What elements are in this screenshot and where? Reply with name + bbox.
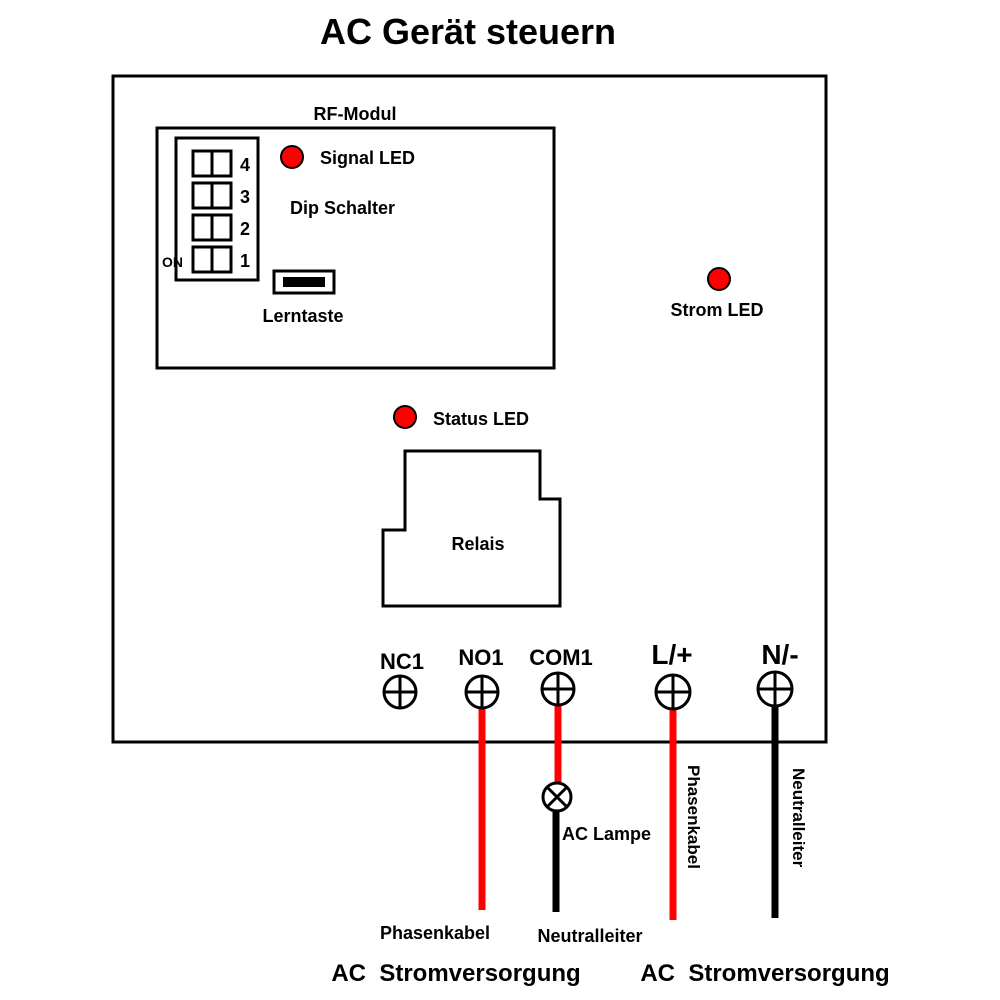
dip-number-3: 3: [240, 187, 250, 207]
status-led-label: Status LED: [433, 409, 529, 429]
terminal-screw-nc1: [382, 674, 418, 710]
terminal-screw-l: [654, 673, 692, 711]
ac-lamp-label: AC Lampe: [562, 824, 651, 844]
dip-switch-3: [191, 181, 233, 210]
terminal-label-l: L/+: [651, 639, 692, 670]
power-supply-label-left: AC Stromversorgung: [331, 960, 580, 987]
learn-button-label: Lerntaste: [262, 306, 343, 326]
relay-label: Relais: [451, 534, 504, 554]
rf-module: [155, 126, 556, 370]
phase-cable-label-left: Phasenkabel: [380, 923, 490, 943]
dip-switch: 4 3 2 1 ON: [162, 136, 260, 282]
signal-led-label: Signal LED: [320, 148, 415, 168]
terminal-label-nc1: NC1: [380, 649, 424, 674]
terminal-label-no1: NO1: [458, 645, 503, 670]
strom-led: [707, 267, 731, 291]
terminal-screw-com1: [540, 671, 576, 707]
dip-switch-4: [191, 149, 233, 178]
terminal-screw-n: [756, 670, 794, 708]
status-led: [393, 405, 417, 429]
dip-switch-1: [191, 245, 233, 274]
dip-number-4: 4: [240, 155, 250, 175]
dip-switch-2: [191, 213, 233, 242]
ac-lamp-icon: [541, 781, 573, 813]
dip-number-2: 2: [240, 219, 250, 239]
dip-switch-label: Dip Schalter: [290, 198, 395, 218]
power-supply-label-right: AC Stromversorgung: [640, 960, 889, 987]
dip-number-1: 1: [240, 251, 250, 271]
terminal-screw-no1: [464, 674, 500, 710]
relay: [381, 449, 562, 608]
terminal-label-n: N/-: [761, 639, 798, 670]
dip-on-label: ON: [162, 254, 183, 270]
rf-module-label: RF-Modul: [314, 104, 397, 124]
learn-button: [272, 269, 336, 295]
terminal-label-com1: COM1: [529, 645, 593, 670]
neutral-cable-label-right: Neutralleiter: [789, 768, 808, 868]
phase-cable-label-right: Phasenkabel: [684, 765, 703, 869]
controller-board: [111, 74, 828, 744]
neutral-cable-label-left: Neutralleiter: [537, 926, 642, 946]
diagram-title: AC Gerät steuern: [320, 11, 616, 52]
strom-led-label: Strom LED: [670, 300, 763, 320]
signal-led: [280, 145, 304, 169]
